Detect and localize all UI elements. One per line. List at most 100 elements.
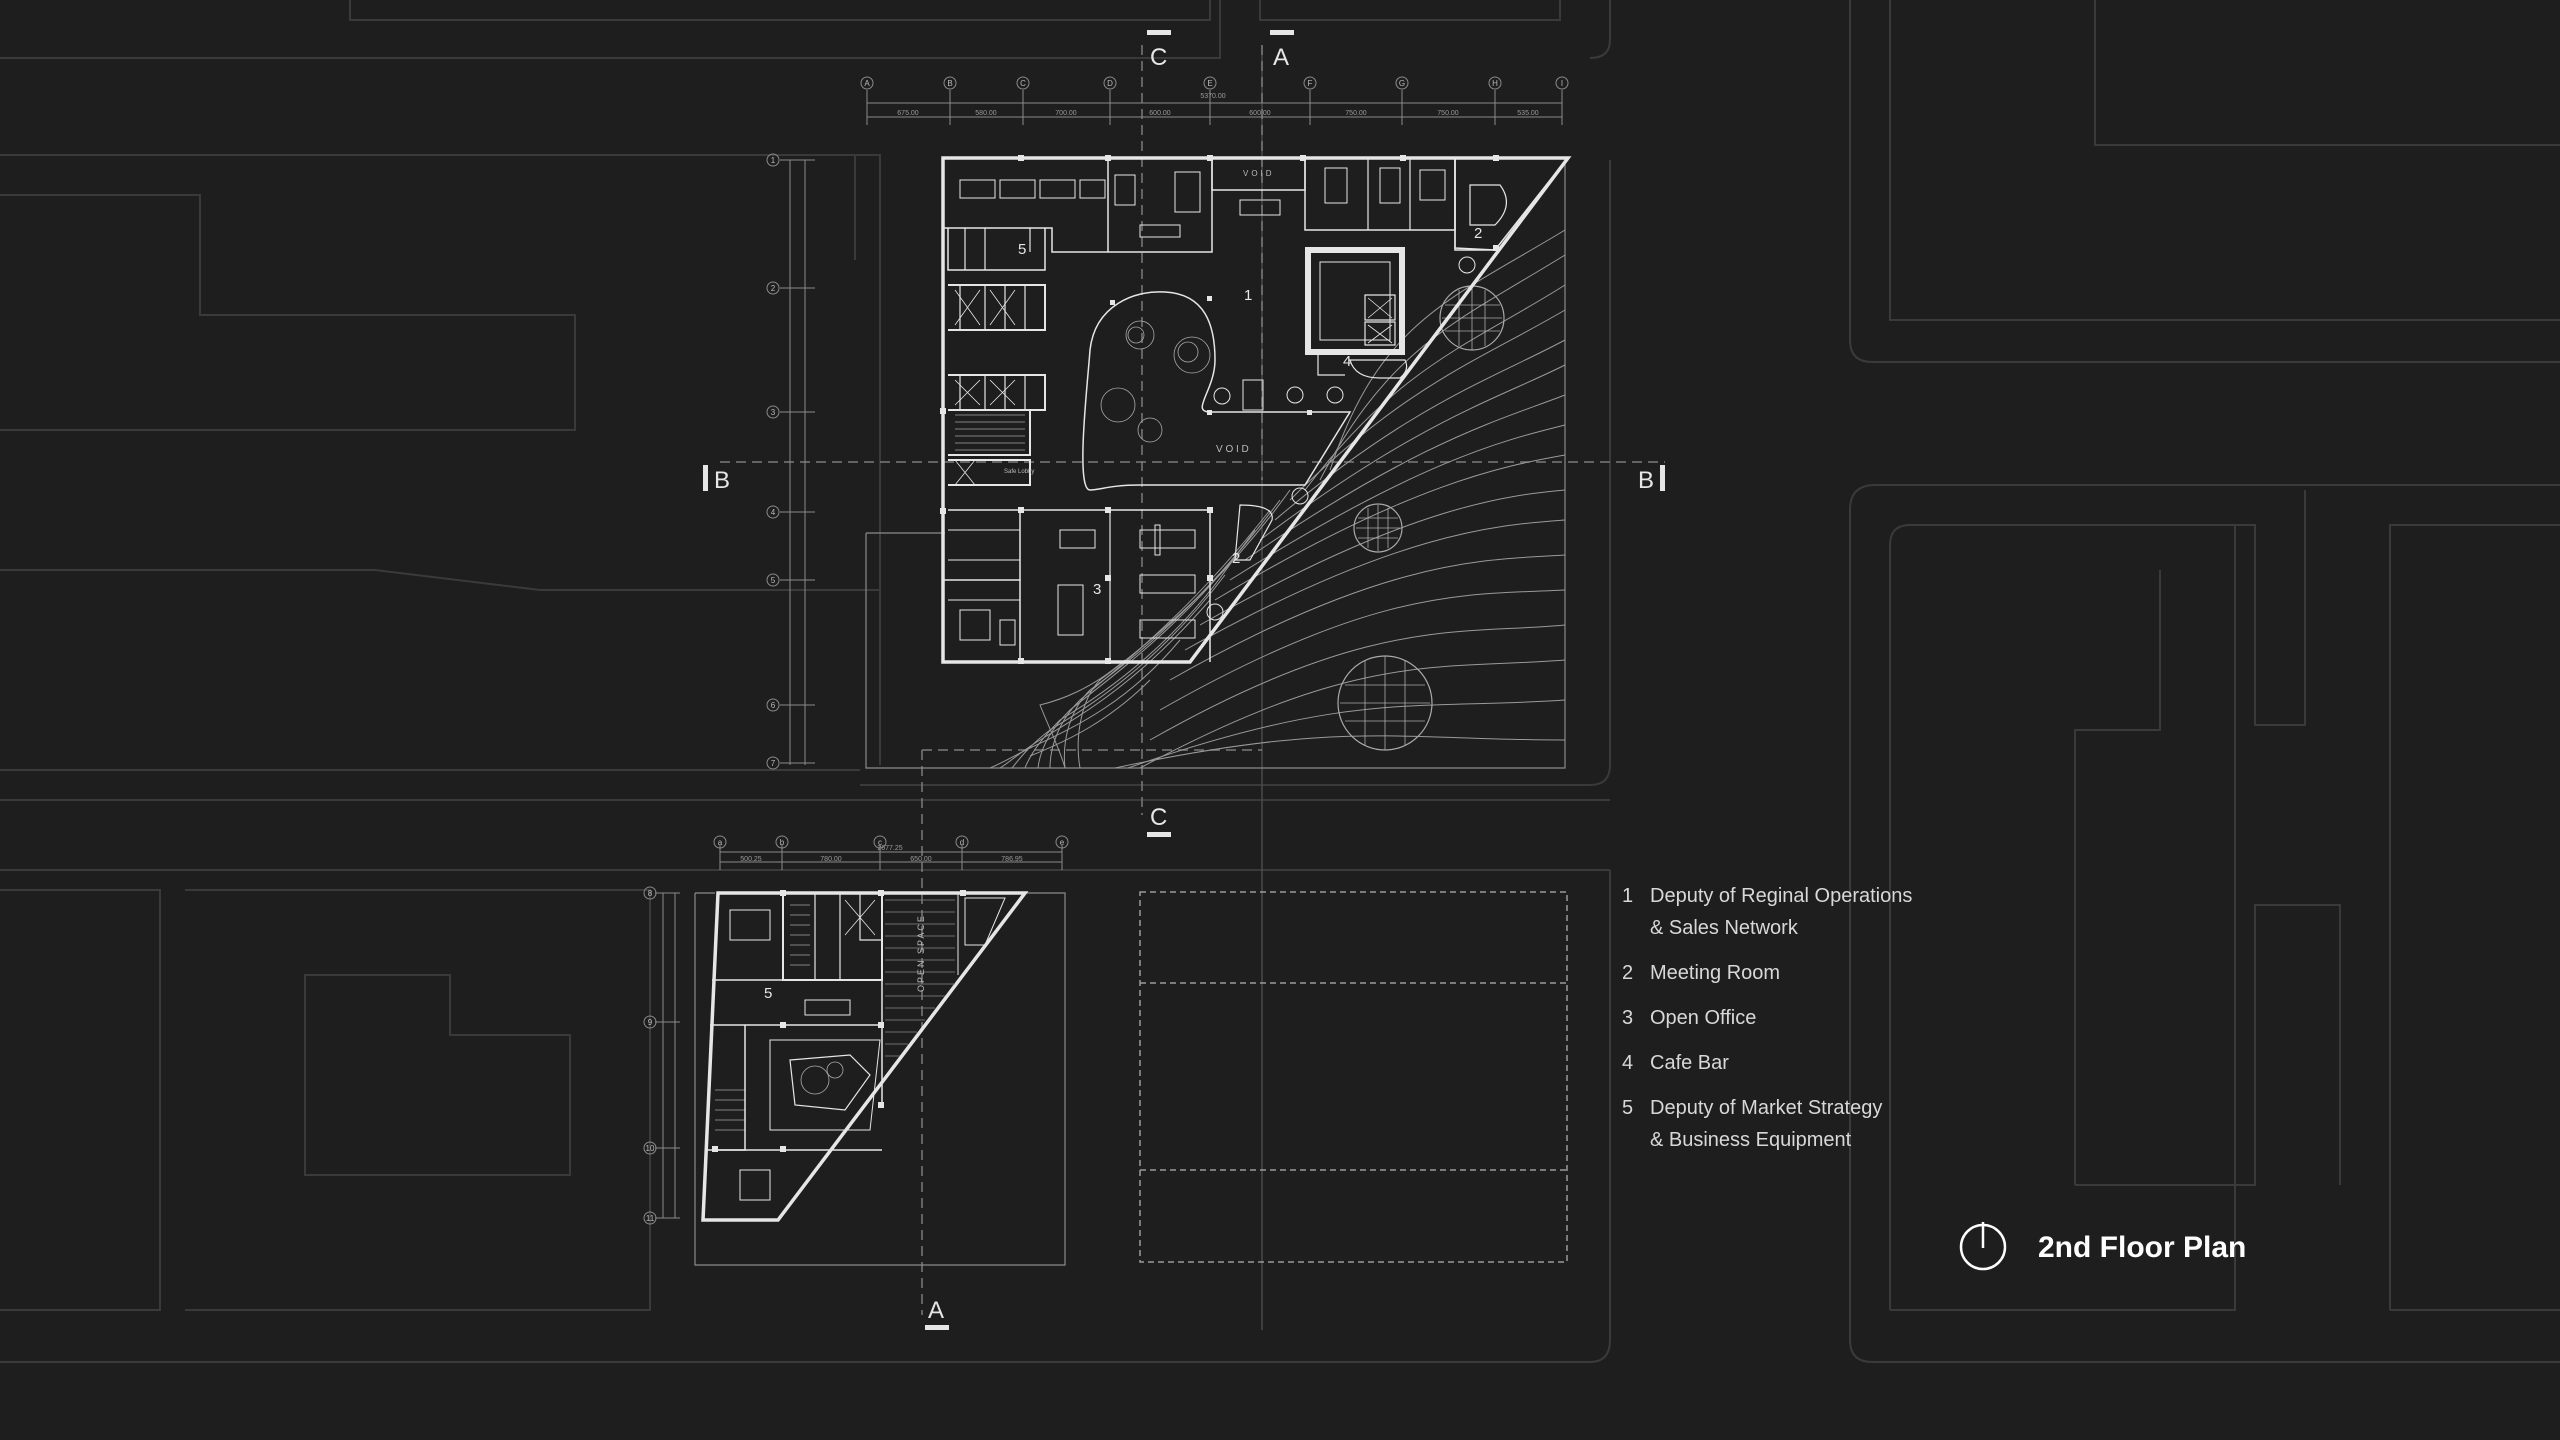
trees	[1337, 285, 1505, 751]
cafe-bar-core	[1305, 247, 1405, 355]
exterior-wall	[941, 156, 1572, 664]
svg-text:11: 11	[646, 1214, 655, 1223]
svg-text:9: 9	[648, 1018, 653, 1027]
svg-text:600.00: 600.00	[1249, 110, 1271, 117]
upper-site-boundary	[865, 158, 1566, 769]
upper-dimension-text: 5370.00 675.00 580.00 700.00 600.00 600.…	[897, 93, 1539, 117]
svg-text:600.00: 600.00	[1149, 110, 1171, 117]
svg-text:675.00: 675.00	[897, 110, 919, 117]
svg-text:580.00: 580.00	[975, 110, 997, 117]
svg-text:1: 1	[771, 156, 776, 165]
svg-text:3: 3	[771, 408, 776, 417]
open-space-label: OPEN SPACE	[916, 914, 926, 992]
svg-text:a: a	[718, 838, 723, 847]
svg-text:535.00: 535.00	[1517, 110, 1539, 117]
svg-text:500.25: 500.25	[740, 856, 762, 863]
void-outline	[1082, 291, 1352, 491]
section-lines	[720, 45, 1665, 1330]
plan-title: 2nd Floor Plan	[2038, 1231, 2247, 1264]
title-block: 2nd Floor Plan	[1958, 1223, 2246, 1273]
section-marker-b-right: B	[1638, 467, 1654, 494]
room-number-2: 2	[1232, 550, 1240, 567]
upper-room-numbers: 1 2 2 3 4 5	[1018, 225, 1482, 598]
room-legend: 1 Deputy of Reginal Operations & Sales N…	[1622, 880, 1982, 1169]
lower-dimension-text: 2677.25 500.25 780.00 650.00 786.95	[740, 845, 1023, 863]
legend-item: 2 Meeting Room	[1622, 957, 1982, 989]
legend-number: 5	[1622, 1097, 1634, 1119]
svg-text:d: d	[960, 838, 964, 847]
safe-lobby-label: Safe Lobby	[1004, 469, 1034, 475]
north-arrow-icon	[1959, 1222, 2007, 1271]
north-arrow-spacer	[1958, 1223, 2008, 1273]
svg-text:D: D	[1107, 79, 1113, 88]
svg-text:786.95: 786.95	[1001, 856, 1023, 863]
room-number-2: 2	[1474, 225, 1482, 242]
legend-number: 2	[1622, 962, 1634, 984]
svg-text:B: B	[947, 79, 952, 88]
svg-text:G: G	[1399, 79, 1405, 88]
svg-text:E: E	[1207, 79, 1212, 88]
upper-dimensions	[780, 90, 1563, 765]
legend-label: Cafe Bar	[1650, 1052, 1729, 1074]
lower-plan-labels: 5 OPEN SPACE	[764, 914, 926, 1002]
legend-number: 3	[1622, 1007, 1634, 1029]
legend-item: 4 Cafe Bar	[1622, 1047, 1982, 1079]
section-marker-c-bottom: C	[1150, 804, 1167, 831]
legend-item: 5 Deputy of Market Strategy & Business E…	[1622, 1092, 1982, 1156]
room-number-4: 4	[1343, 353, 1351, 370]
section-marker-a-bottom: A	[928, 1297, 944, 1324]
svg-text:2: 2	[771, 284, 776, 293]
section-marker-a-top: A	[1273, 44, 1289, 71]
open-space-stripes	[885, 899, 955, 1057]
upper-grid-bubbles	[766, 76, 1569, 770]
tree-canopy	[1353, 503, 1403, 553]
svg-text:8: 8	[648, 889, 653, 898]
svg-text:e: e	[1060, 838, 1065, 847]
svg-text:C: C	[1020, 79, 1026, 88]
svg-text:780.00: 780.00	[820, 856, 842, 863]
legend-item: 3 Open Office	[1622, 1002, 1982, 1034]
room-number-1: 1	[1244, 287, 1252, 304]
legend-number: 4	[1622, 1052, 1634, 1074]
room-number-5: 5	[1018, 241, 1026, 258]
lower-dimensions	[655, 845, 1063, 1219]
svg-text:2677.25: 2677.25	[877, 845, 902, 852]
svg-text:750.00: 750.00	[1437, 110, 1459, 117]
svg-text:b: b	[780, 838, 785, 847]
room-number-3: 3	[1093, 581, 1101, 598]
svg-text:H: H	[1492, 79, 1498, 88]
svg-text:650.00: 650.00	[910, 856, 932, 863]
lower-grid-labels: a b c d e 8 9 10 11	[646, 838, 1065, 1223]
legend-label: Deputy of Reginal Operations & Sales Net…	[1650, 885, 1913, 939]
legend-label: Meeting Room	[1650, 962, 1781, 984]
legend-label: Deputy of Market Strategy & Business Equ…	[1650, 1097, 1883, 1151]
dashed-frames	[1139, 891, 1568, 1263]
svg-text:6: 6	[771, 701, 776, 710]
lower-grid-bubbles	[643, 835, 1069, 1225]
landscape-contours	[989, 229, 1566, 769]
room-number-5: 5	[764, 985, 772, 1002]
svg-text:750.00: 750.00	[1345, 110, 1367, 117]
svg-text:7: 7	[771, 759, 776, 768]
site-context	[0, 0, 2560, 1363]
legend-label: Open Office	[1650, 1007, 1757, 1029]
upper-grid-labels: A B C D E F G H I 1 2 3 4 5 6 7	[771, 79, 1563, 768]
lower-floor-plan	[701, 890, 1029, 1222]
legend-item: 1 Deputy of Reginal Operations & Sales N…	[1622, 880, 1982, 944]
void-label-center: V O I D	[1216, 444, 1249, 455]
upper-plan-labels: VOID V O I D Safe Lobby	[1004, 169, 1275, 475]
svg-text:I: I	[1561, 79, 1563, 88]
svg-text:c: c	[878, 838, 882, 847]
section-markers: C A B B C A	[703, 30, 1665, 1330]
void-label-top: VOID	[1243, 169, 1275, 178]
svg-text:700.00: 700.00	[1055, 110, 1077, 117]
upper-floor-plan	[940, 155, 1572, 664]
svg-text:A: A	[864, 79, 870, 88]
svg-text:5370.00: 5370.00	[1200, 93, 1225, 100]
exterior-wall	[701, 891, 1029, 1222]
section-marker-b-left: B	[714, 467, 730, 494]
lower-site-boundary	[694, 892, 1066, 1266]
legend-number: 1	[1622, 885, 1634, 907]
svg-text:4: 4	[771, 508, 776, 517]
